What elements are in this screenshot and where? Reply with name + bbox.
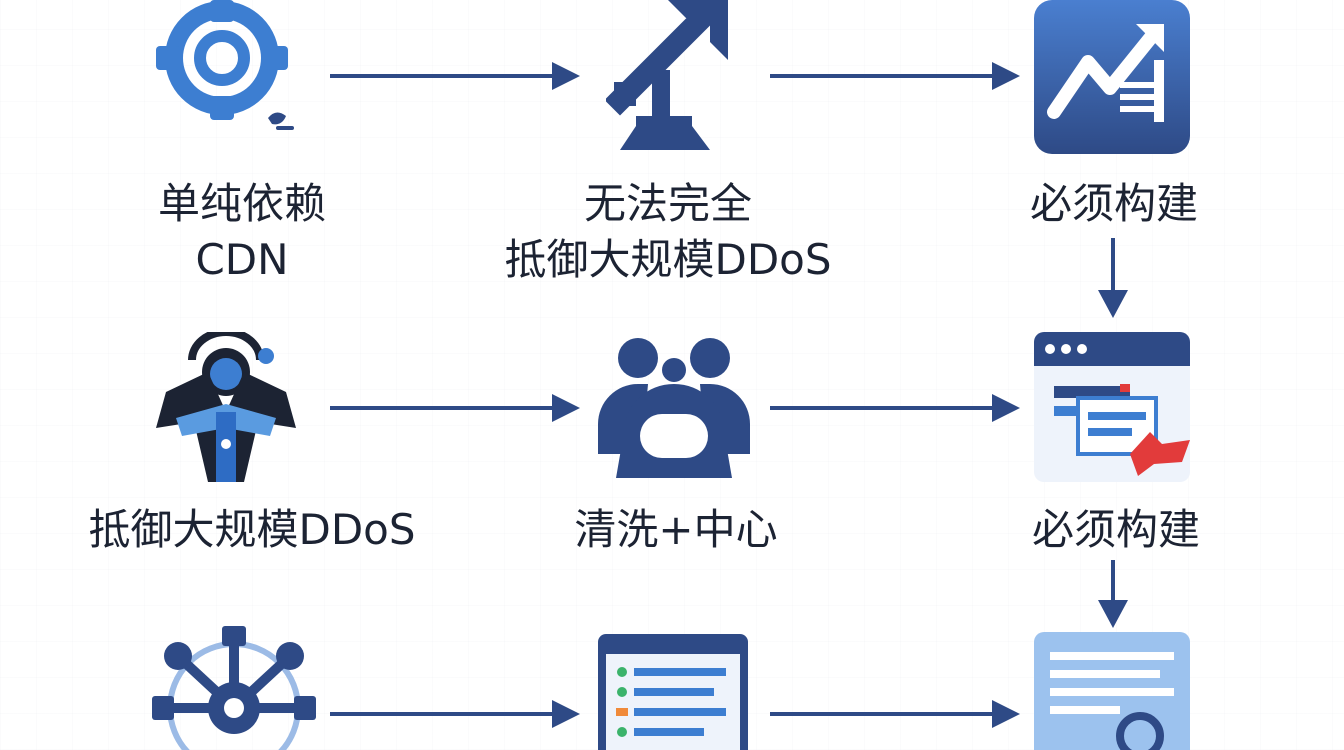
arrow-down-1 [1098,238,1128,318]
arrow-right-1 [330,62,580,90]
arrow-right-6 [770,700,1020,728]
label-must-build-2: 必须构建 [1031,505,1201,554]
arrow-right-4 [770,394,1020,422]
label-cdn: 单纯依赖 CDN [157,179,327,284]
arrow-right-5 [330,700,580,728]
label-defend-ddos: 抵御大规模DDoS [88,505,416,554]
label-scrubbing-center: 清洗+中心 [574,505,778,554]
growth-chart-icon [1034,0,1190,154]
shield-person-icon [156,332,296,482]
team-group-icon [598,338,750,478]
list-dashboard-icon [598,634,748,750]
document-search-icon [1034,632,1190,750]
label-cannot-defend: 无法完全 抵御大规模DDoS [504,179,832,284]
network-node-icon [156,0,294,130]
browser-window-alert-icon [1034,332,1190,482]
arrow-right-3 [330,394,580,422]
upward-arrow-monument-icon [606,0,728,150]
arrow-down-2 [1098,560,1128,628]
label-must-build-1: 必须构建 [1029,179,1199,228]
arrow-right-2 [770,62,1020,90]
distributed-hub-icon [152,626,316,750]
